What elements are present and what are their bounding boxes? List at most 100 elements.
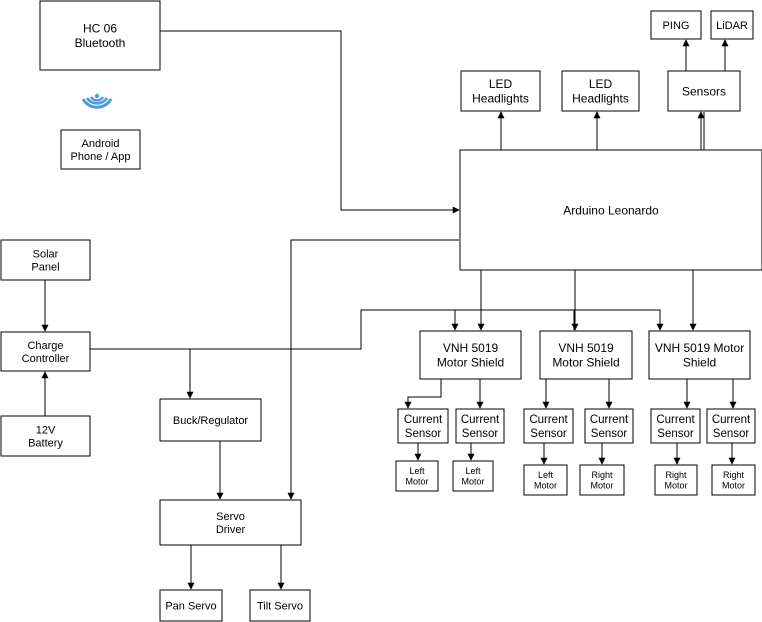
wifi-signal-icon [81,93,113,109]
connector-line [404,379,442,409]
block-label-line: Battery [28,438,63,450]
block-border [0,239,91,281]
block-label-line: PING [663,20,690,32]
block-label-line: 12V [36,424,56,436]
connector-line [287,239,459,500]
block-border [459,149,762,271]
block-sensors: Sensors [667,70,741,112]
block-label-line: Shield [683,356,716,370]
block-tilt: Tilt Servo [249,589,311,622]
block-label-line: Motor [461,477,484,487]
block-label-line: Sensor [657,428,694,440]
block-label-line: Current [404,414,443,426]
block-label-line: Right [723,470,745,480]
block-border [397,408,449,444]
block-label-line: Current [656,414,695,426]
block-label-line: Motor [722,481,745,491]
block-border [710,10,754,40]
block-label-line: Current [529,414,568,426]
block-border [460,70,541,112]
block-label-line: Pan Servo [165,600,216,612]
block-label-line: Android [82,138,120,150]
connections [41,30,737,590]
connector-line [90,309,664,350]
block-border [711,464,756,496]
block-border [584,408,634,444]
block-label-line: Left [538,470,554,480]
block-label-line: Sensor [462,428,499,440]
block-label-line: LiDAR [716,20,748,32]
block-label-line: Sensor [530,428,567,440]
block-border [39,0,161,71]
block-label-line: Sensors [682,84,726,98]
block-border [579,464,625,496]
block-border [561,70,640,112]
block-arduino: Arduino Leonardo [459,149,762,271]
block-label-line: Controller [22,353,70,365]
block-border [523,464,568,496]
block-label-line: Right [665,470,687,480]
block-label-line: Left [409,466,425,476]
block-border [523,408,574,444]
block-label-line: LED [489,77,513,91]
block-label-line: Right [591,470,613,480]
block-label-line: Headlights [572,92,629,106]
block-label-line: Motor [405,477,428,487]
block-label-line: Driver [216,524,246,536]
block-label-line: Sensor [405,428,442,440]
block-border [0,331,91,372]
block-label-line: Sensor [713,428,750,440]
block-border [159,589,223,622]
block-border [452,460,494,492]
block-border [455,408,505,444]
block-border [650,408,701,444]
block-label-line: Panel [31,262,59,274]
block-label-line: Sensor [591,428,628,440]
block-border [249,589,311,622]
block-label-line: VNH 5019 [443,341,499,355]
block-label-line: Servo [216,511,245,523]
block-label-line: Bluetooth [75,36,126,50]
block-border [539,330,633,380]
block-border [654,464,698,496]
block-label-line: Current [590,414,629,426]
block-label-line: Tilt Servo [257,600,303,612]
block-label-line: HC 06 [83,22,117,36]
block-label-line: Arduino Leonardo [563,203,659,217]
block-label-line: Motor [664,481,687,491]
block-lidar: LiDAR [710,10,754,40]
block-border [650,10,702,40]
block-label-line: Left [465,466,481,476]
block-border [159,499,302,546]
block-label-line: Charge [27,340,63,352]
block-label-line: Headlights [472,92,529,106]
block-ping: PING [650,10,702,40]
connector-line [160,30,460,214]
block-label-line: Current [712,414,751,426]
block-border [60,129,141,170]
block-label-line: Motor Shield [437,356,504,370]
block-label-line: Motor [590,481,613,491]
block-border [395,460,439,492]
block-border [667,70,741,112]
block-border [648,330,751,380]
